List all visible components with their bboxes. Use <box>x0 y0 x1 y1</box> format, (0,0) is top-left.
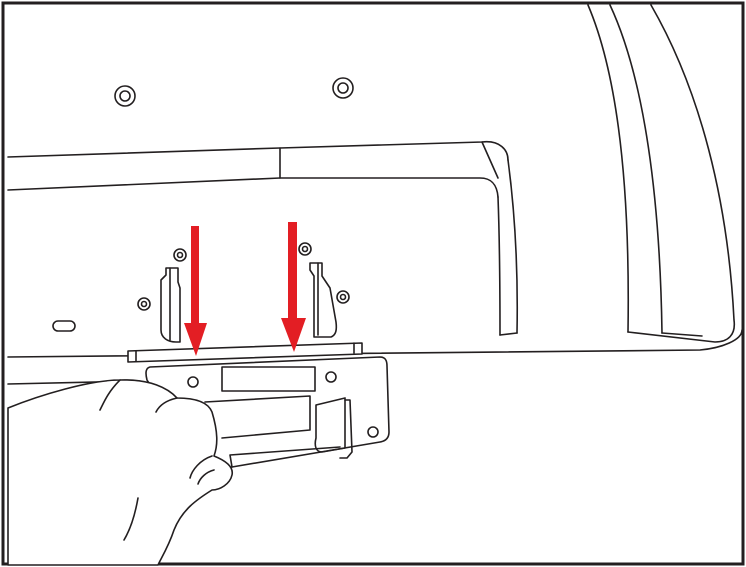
arrow-down-left <box>184 226 207 356</box>
insertion-arrows <box>184 222 306 356</box>
mounting-screw-holes <box>52 77 354 332</box>
arrow-down-right <box>281 222 306 352</box>
monitor-back-panel <box>7 4 743 385</box>
hand <box>7 379 234 566</box>
hinge-bar <box>127 342 363 363</box>
stand-recess <box>7 140 519 336</box>
mounting-hooks <box>160 262 338 343</box>
